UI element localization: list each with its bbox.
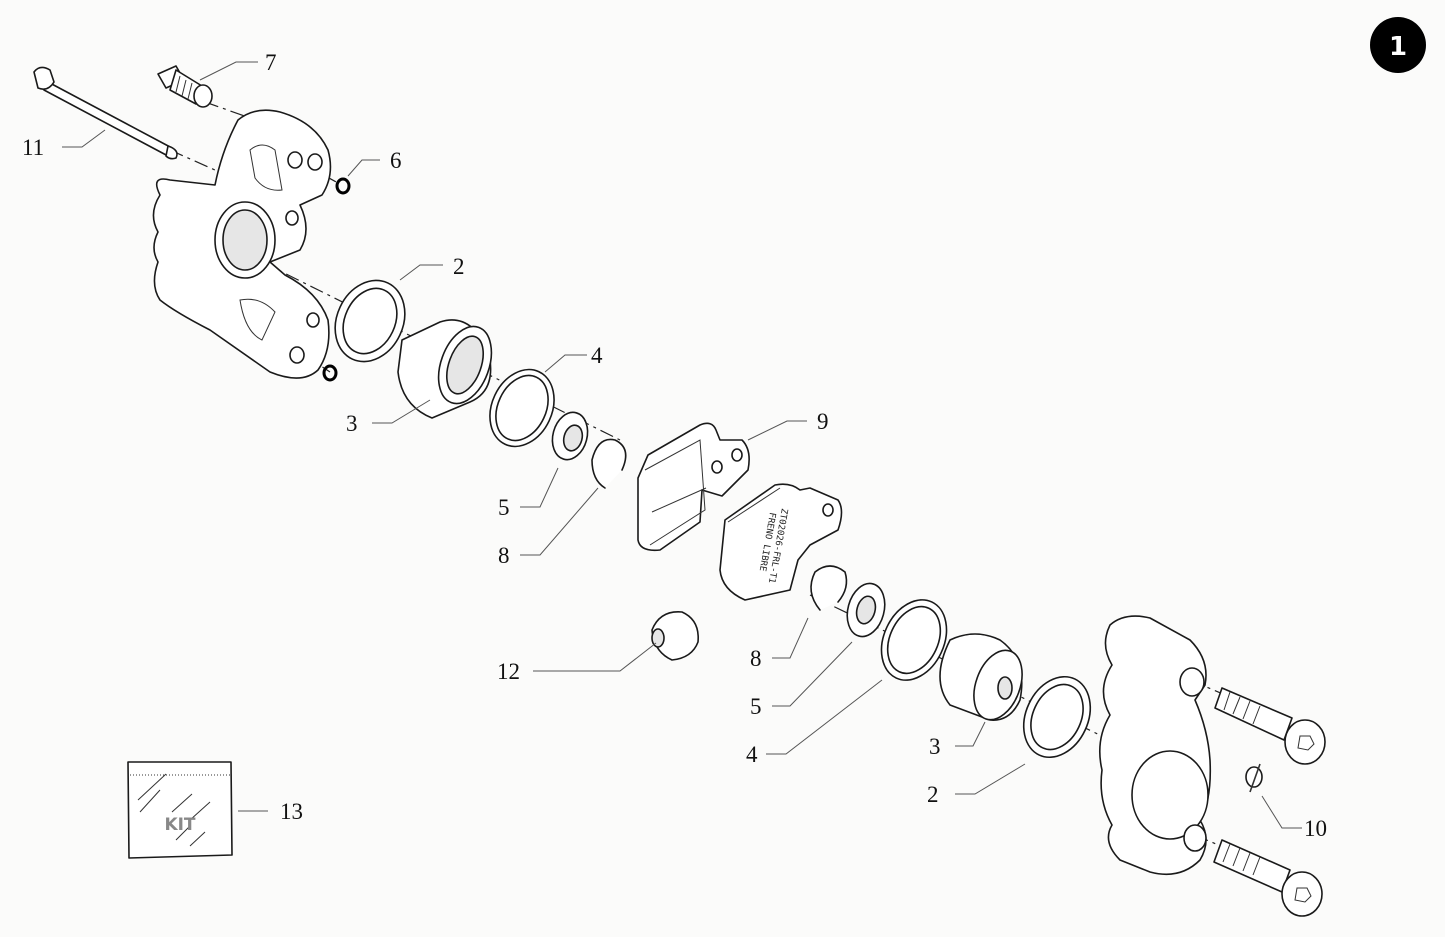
leader-lines xyxy=(62,61,1302,829)
callout-13: 13 xyxy=(280,799,303,824)
callout-10: 10 xyxy=(1304,816,1327,841)
callout-4-lower: 4 xyxy=(746,742,758,767)
part-10-clip xyxy=(1245,763,1263,793)
callout-4-upper: 4 xyxy=(591,343,603,368)
callout-11: 11 xyxy=(22,135,44,160)
callout-12: 12 xyxy=(497,659,520,684)
part-4-dust-seal-right xyxy=(880,599,948,681)
part-2-seal-left xyxy=(334,279,406,363)
part-7-bleed-screw xyxy=(157,65,213,108)
part-5-washer-left xyxy=(551,411,589,461)
part-9-brake-pad-front xyxy=(637,422,750,552)
callout-9: 9 xyxy=(817,409,829,434)
callout-8-upper: 8 xyxy=(498,543,510,568)
callout-2-lower: 2 xyxy=(927,782,939,807)
part-3-piston-right xyxy=(939,633,1023,721)
callout-3-upper: 3 xyxy=(346,411,358,436)
callout-5-upper: 5 xyxy=(498,495,510,520)
caliper-half-right xyxy=(1099,615,1212,876)
part-11-caliper-pin xyxy=(33,66,178,160)
page-number: 1 xyxy=(1389,32,1407,62)
callout-2-upper: 2 xyxy=(453,254,465,279)
caliper-bolt-upper xyxy=(1214,687,1326,765)
part-6-o-rings xyxy=(322,177,351,382)
part-2-seal-right xyxy=(1022,675,1092,759)
part-5-washer-right xyxy=(846,582,886,638)
part-13-kit-bag: KIT xyxy=(127,761,233,859)
caliper-bolt-lower xyxy=(1213,839,1323,917)
part-8-circlip-right xyxy=(810,565,848,611)
part-8-circlip-left xyxy=(591,438,627,489)
callout-labels: 7 11 6 2 4 3 9 5 8 12 8 5 4 3 2 10 13 xyxy=(22,50,1327,841)
callout-8-lower: 8 xyxy=(750,646,762,671)
page-number-badge: 1 xyxy=(1370,17,1426,73)
part-3-piston-left xyxy=(397,319,493,419)
callout-7: 7 xyxy=(265,50,277,75)
callout-5-lower: 5 xyxy=(750,694,762,719)
callout-3-lower: 3 xyxy=(929,734,941,759)
caliper-half-left xyxy=(152,109,332,379)
part-4-dust-seal-left xyxy=(489,368,555,448)
part-9-brake-pad-rear: ZT02026-FRL-T1 FRENO LIBRE xyxy=(719,483,843,601)
callout-6: 6 xyxy=(390,148,402,173)
part-12-spacer xyxy=(651,611,699,661)
kit-label: KIT xyxy=(164,815,195,835)
